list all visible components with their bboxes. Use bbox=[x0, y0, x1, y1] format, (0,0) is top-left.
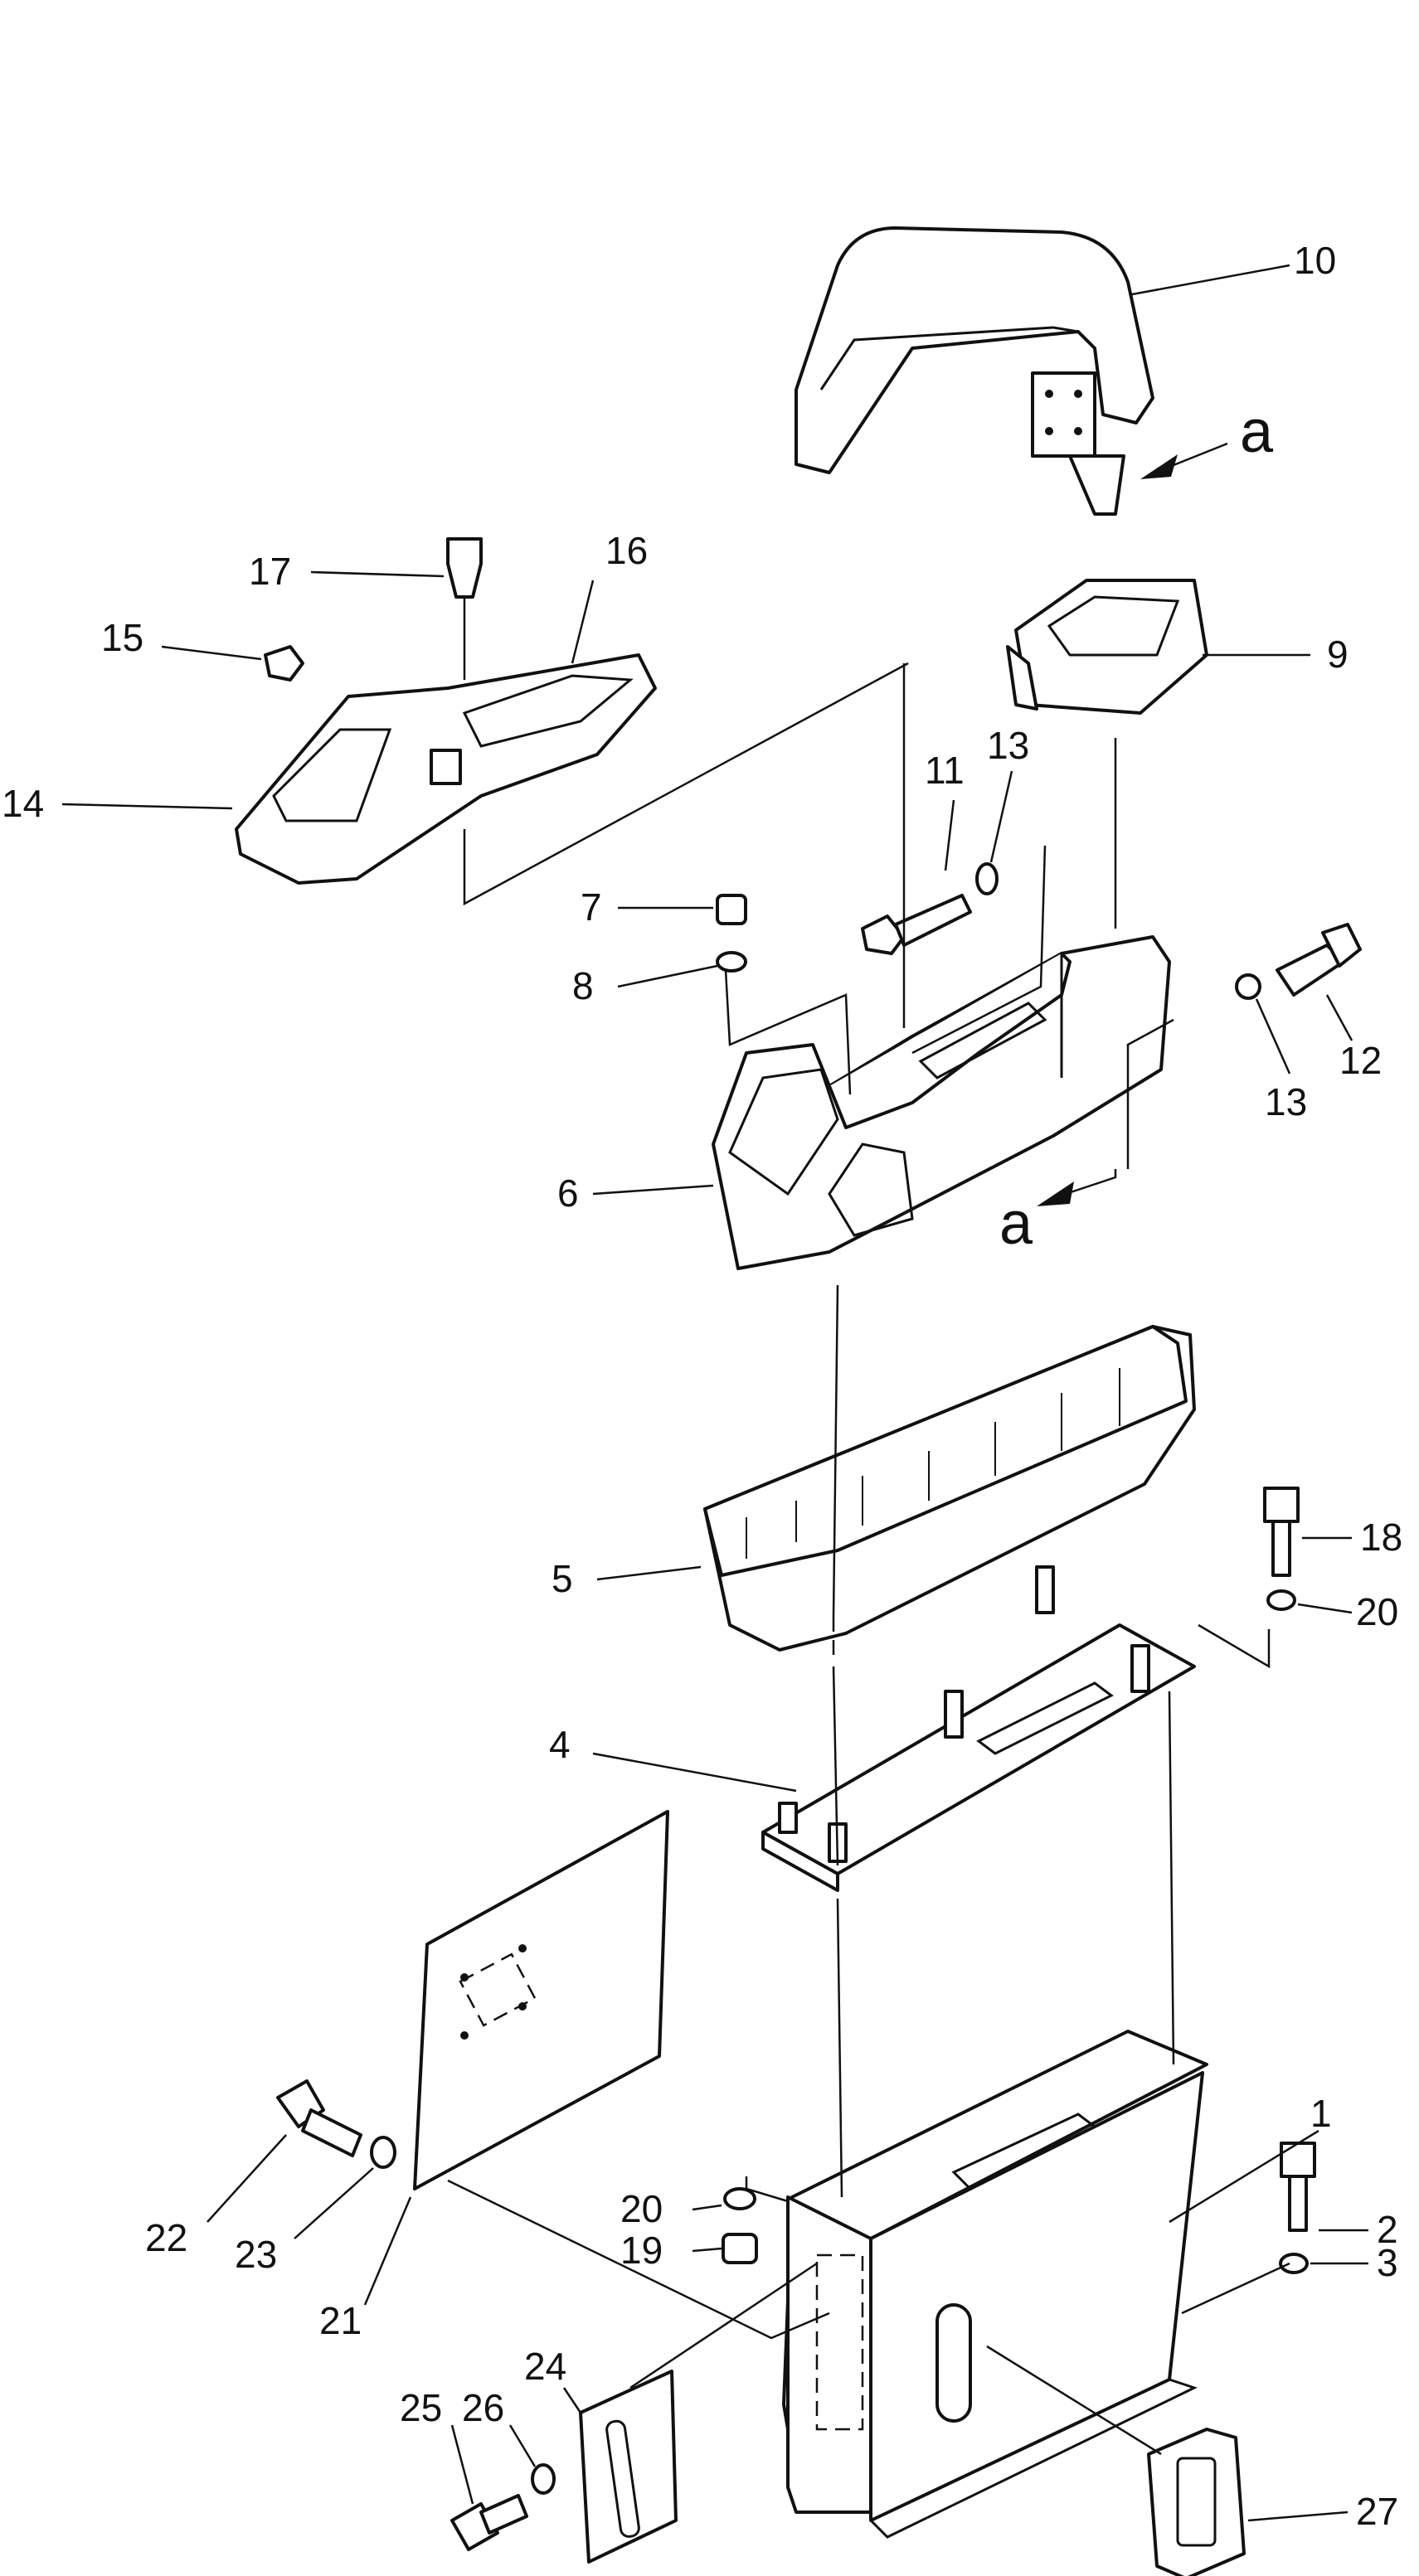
callout-1: 1 bbox=[1310, 2092, 1332, 2135]
callout-2: 2 bbox=[1377, 2208, 1398, 2251]
callout-17: 17 bbox=[249, 550, 291, 593]
washer-part-3 bbox=[1279, 2253, 1309, 2274]
bolt-part-12 bbox=[1276, 923, 1362, 997]
view-arrow-a-top bbox=[1140, 442, 1228, 479]
clip-part-15 bbox=[264, 645, 304, 682]
callout-5: 5 bbox=[552, 1557, 573, 1600]
armrest-part-10 bbox=[795, 226, 1154, 516]
callout-21: 21 bbox=[319, 2299, 362, 2342]
view-marker-a-mid: a bbox=[999, 1191, 1033, 1257]
washer-part-13a bbox=[975, 862, 999, 895]
washer-part-13b bbox=[1235, 973, 1261, 1000]
assembly-lines bbox=[447, 662, 1290, 2456]
callout-leaders bbox=[61, 264, 1368, 2522]
callout-3: 3 bbox=[1377, 2241, 1398, 2284]
callout-27: 27 bbox=[1356, 2490, 1398, 2533]
tray-part-5 bbox=[703, 1325, 1196, 1652]
callout-16: 16 bbox=[605, 529, 648, 572]
view-arrow-a-mid bbox=[1037, 1169, 1117, 1206]
callout-13b: 13 bbox=[1265, 1080, 1307, 1123]
callout-9: 9 bbox=[1327, 633, 1349, 676]
bolt-part-2 bbox=[1280, 2142, 1316, 2232]
nut-part-7 bbox=[716, 894, 747, 925]
washer-part-20b bbox=[723, 2187, 756, 2210]
washer-part-20a bbox=[1266, 1589, 1296, 1611]
screw-part-17 bbox=[446, 537, 483, 680]
callout-25: 25 bbox=[400, 2386, 442, 2429]
bolt-part-11 bbox=[861, 894, 972, 955]
bracket-part-4 bbox=[761, 1565, 1196, 1892]
callout-12: 12 bbox=[1339, 1039, 1382, 1082]
bracket-part-24 bbox=[579, 2370, 678, 2564]
console-housing-part-6 bbox=[712, 935, 1171, 1270]
top-cover-part-14 bbox=[235, 653, 657, 885]
callout-8: 8 bbox=[572, 964, 594, 1007]
washer-part-8 bbox=[716, 951, 747, 973]
view-marker-a-top: a bbox=[1240, 399, 1274, 465]
callout-23: 23 bbox=[235, 2233, 277, 2276]
grommet-part-27 bbox=[1147, 2428, 1246, 2576]
bolt-part-22 bbox=[276, 2079, 362, 2157]
callout-19: 19 bbox=[620, 2229, 663, 2272]
callout-20a: 20 bbox=[1356, 1590, 1398, 1633]
callout-22: 22 bbox=[145, 2216, 187, 2259]
cover-part-9 bbox=[1006, 579, 1208, 715]
callout-20b: 20 bbox=[620, 2187, 663, 2230]
callout-26: 26 bbox=[462, 2386, 504, 2429]
callout-18: 18 bbox=[1360, 1516, 1402, 1559]
bolt-part-25 bbox=[450, 2494, 528, 2551]
callout-14: 14 bbox=[2, 782, 44, 825]
callout-11: 11 bbox=[925, 749, 965, 792]
callout-6: 6 bbox=[557, 1172, 579, 1215]
nut-part-19 bbox=[722, 2233, 758, 2264]
callout-24: 24 bbox=[524, 2345, 566, 2388]
washer-part-26 bbox=[531, 2463, 556, 2495]
callout-4: 4 bbox=[549, 1723, 571, 1766]
bolt-part-18 bbox=[1263, 1487, 1300, 1577]
washer-part-23 bbox=[370, 2136, 396, 2169]
callout-10: 10 bbox=[1294, 239, 1336, 282]
callout-15: 15 bbox=[101, 616, 143, 659]
panel-part-21 bbox=[413, 1810, 669, 2190]
base-stand-part-1 bbox=[782, 2030, 1208, 2539]
callout-13a: 13 bbox=[987, 724, 1029, 767]
callout-7: 7 bbox=[581, 885, 602, 929]
